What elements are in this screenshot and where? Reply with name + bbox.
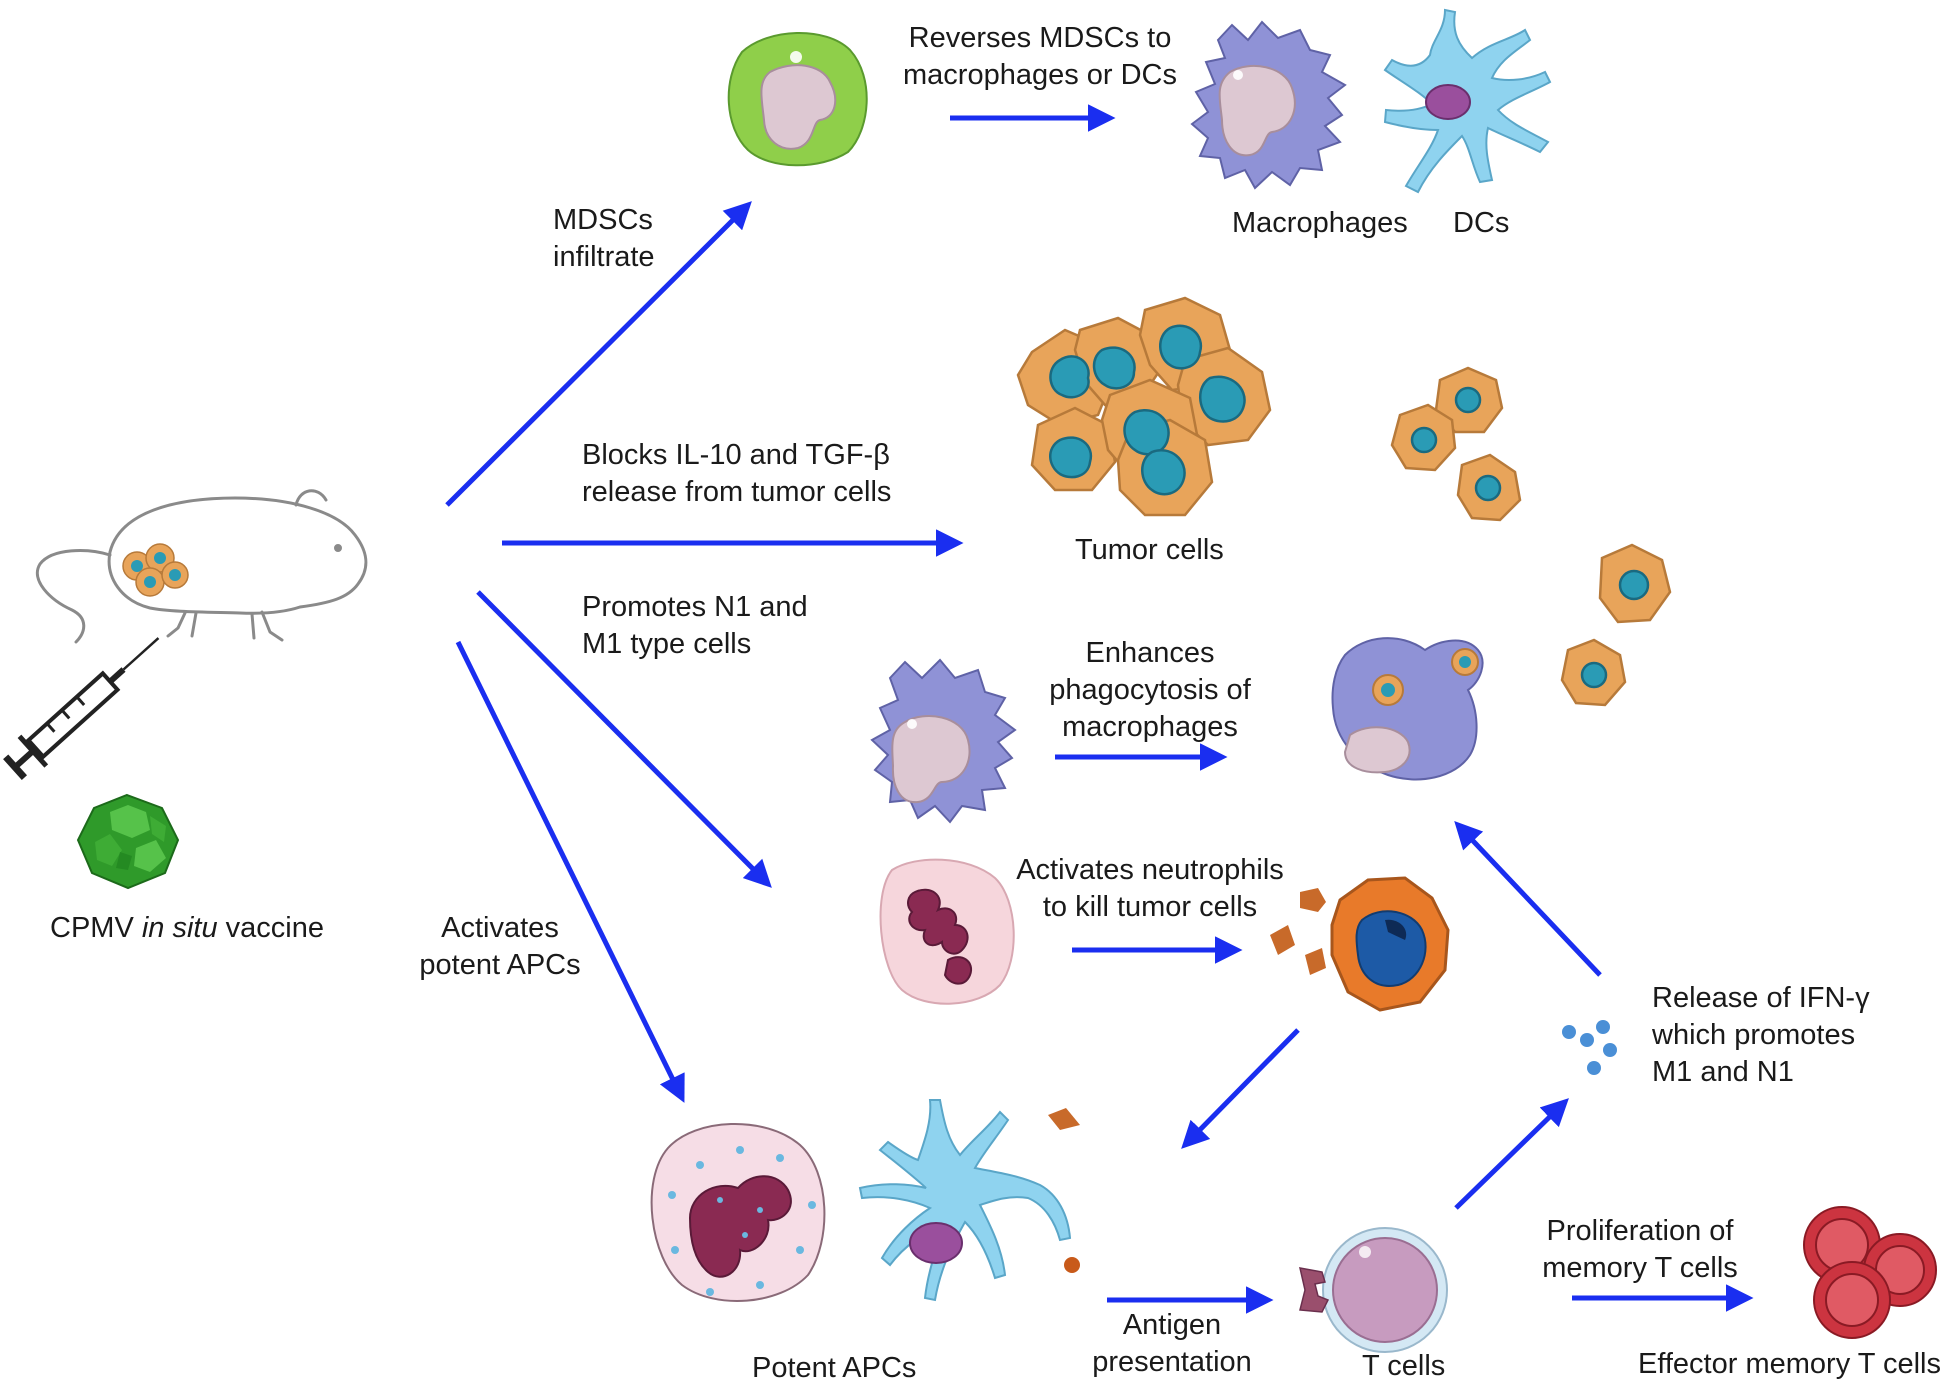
label-line: Blocks IL-10 and TGF-β xyxy=(582,439,890,471)
label-effector-memory: Effector memory T cells xyxy=(1638,1348,1941,1380)
label-dcs: DCs xyxy=(1453,207,1510,239)
label-line: Enhances xyxy=(1085,637,1215,669)
label-line: Release of IFN-γ xyxy=(1652,982,1870,1014)
dendritic-cell-icon-bottom xyxy=(858,1099,1080,1302)
arrow-tumor-debris-to-apc xyxy=(1181,1028,1300,1149)
label-mdscs-infiltrate: MDSCs infiltrate xyxy=(553,202,655,276)
label-macrophages: Macrophages xyxy=(1232,207,1408,239)
label-activates-neutrophils: Activates neutrophils to kill tumor cell… xyxy=(1005,852,1295,926)
mouse-icon xyxy=(35,489,368,644)
label-reverses-mdscs: Reverses MDSCs to macrophages or DCs xyxy=(895,20,1185,94)
arrow-ifn-to-macrophage xyxy=(1454,821,1602,977)
phagocytosing-macrophage-icon xyxy=(1331,637,1484,781)
label-line: memory T cells xyxy=(1542,1252,1738,1284)
arrow-tcell-to-ifn xyxy=(1454,1098,1569,1210)
label-line: macrophages xyxy=(1062,711,1238,743)
arrow-to-apcs xyxy=(455,640,685,1103)
label-release-ifn: Release of IFN-γ which promotes M1 and N… xyxy=(1652,980,1870,1091)
arrows xyxy=(445,104,1754,1314)
dendritic-cell-icon xyxy=(1383,8,1552,194)
label-line: Activates xyxy=(441,912,559,944)
label-blocks-il10: Blocks IL-10 and TGF-β release from tumo… xyxy=(582,437,891,511)
label-line: presentation xyxy=(1092,1346,1252,1378)
label-activates-apcs: Activates potent APCs xyxy=(405,910,595,984)
small-tumor-cells xyxy=(1390,366,1672,707)
mdsc-cell-icon xyxy=(727,32,868,167)
label-line: Antigen xyxy=(1122,1309,1222,1341)
label-line: MDSCs xyxy=(553,204,653,236)
label-line: Promotes N1 and xyxy=(582,591,808,623)
tumor-cluster-icon xyxy=(1016,296,1272,517)
mouse-tumor-icon xyxy=(122,543,189,597)
label-antigen-presentation: Antigen presentation xyxy=(1082,1307,1262,1381)
label-enhances-phagocytosis: Enhances phagocytosis of macrophages xyxy=(1030,635,1270,746)
label-line: infiltrate xyxy=(553,241,655,273)
ifn-gamma-dots-icon xyxy=(1562,1020,1617,1075)
label-line: release from tumor cells xyxy=(582,476,892,508)
syringe-icon xyxy=(3,637,160,780)
arrow-to-mdsc xyxy=(445,201,752,507)
effector-t-cell-icon xyxy=(1803,1206,1937,1339)
label-line: Proliferation of xyxy=(1546,1215,1734,1247)
label-line: macrophages or DCs xyxy=(903,59,1177,91)
label-potent-apcs: Potent APCs xyxy=(752,1352,917,1384)
label-cpmv-suffix: vaccine xyxy=(217,912,324,944)
label-cpmv-vaccine: CPMV in situ vaccine xyxy=(50,910,324,947)
label-line: M1 type cells xyxy=(582,628,752,660)
label-tumor-cells: Tumor cells xyxy=(1075,534,1224,566)
label-proliferation: Proliferation of memory T cells xyxy=(1535,1213,1745,1287)
label-line: Reverses MDSCs to xyxy=(908,22,1172,54)
label-line: potent APCs xyxy=(419,949,581,981)
label-line: M1 and N1 xyxy=(1652,1056,1794,1088)
cpmv-virus-icon xyxy=(76,793,180,890)
macrophage-icon xyxy=(1190,20,1347,190)
neutrophil-icon xyxy=(879,858,1015,1005)
apc-cell-icon xyxy=(650,1122,826,1302)
arrow-to-neutrophil xyxy=(476,590,772,888)
label-line: Activates neutrophils xyxy=(1016,854,1284,886)
label-promotes-n1: Promotes N1 and M1 type cells xyxy=(582,589,808,663)
label-line: phagocytosis of xyxy=(1049,674,1251,706)
label-line: which promotes xyxy=(1652,1019,1856,1051)
label-cpmv-italic: in situ xyxy=(141,912,218,944)
macrophage-icon-mid xyxy=(870,658,1017,824)
t-cell-icon xyxy=(1299,1227,1448,1353)
label-cpmv-prefix: CPMV xyxy=(50,912,142,944)
label-t-cells: T cells xyxy=(1362,1350,1446,1382)
label-line: to kill tumor cells xyxy=(1042,891,1258,923)
dying-tumor-cell-icon xyxy=(1048,876,1450,1130)
